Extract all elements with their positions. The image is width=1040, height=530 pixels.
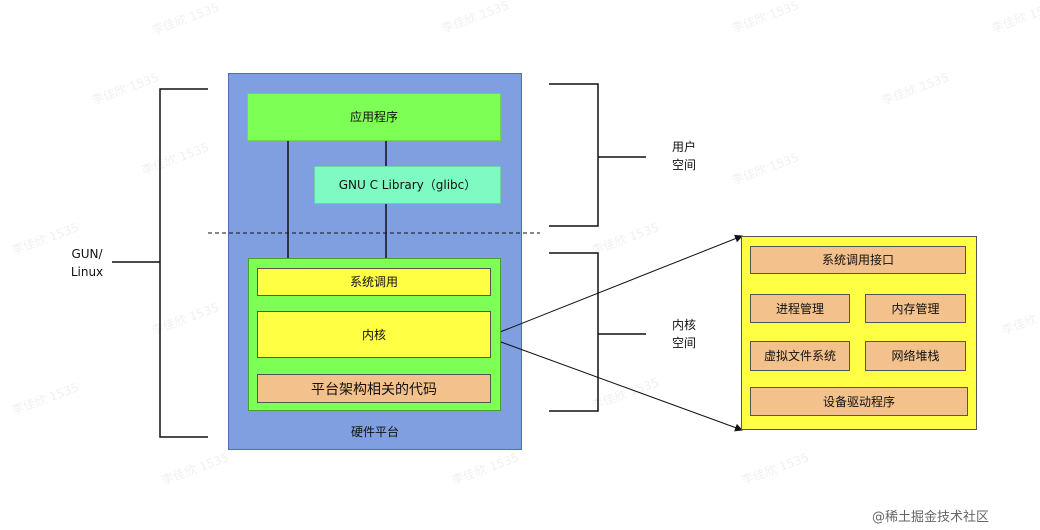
user-space-label: 用户 空间	[671, 140, 696, 172]
syscall-interface-box: 系统调用接口	[750, 246, 966, 274]
memory-mgmt-box: 内存管理	[865, 294, 966, 323]
network-stack-box: 网络堆栈	[865, 341, 966, 371]
memory-mgmt-label: 内存管理	[891, 301, 940, 316]
vfs-label: 虚拟文件系统	[763, 349, 836, 363]
app-program-label: 应用程序	[349, 110, 398, 124]
kernel-label: 内核	[361, 327, 386, 342]
glibc-box: GNU C Library（glibc）	[314, 166, 501, 204]
glibc-label: GNU C Library（glibc）	[338, 178, 477, 192]
app-program-box: 应用程序	[247, 93, 501, 141]
gnu-linux-label: GUN/ Linux	[70, 247, 104, 279]
device-drivers-box: 设备驱动程序	[750, 387, 968, 416]
syscall-interface-label: 系统调用接口	[821, 253, 894, 267]
kernel-space-label: 内核 空间	[671, 318, 696, 350]
process-mgmt-label: 进程管理	[775, 301, 824, 316]
arch-code-box: 平台架构相关的代码	[257, 374, 491, 403]
vfs-box: 虚拟文件系统	[750, 341, 850, 371]
device-drivers-label: 设备驱动程序	[822, 394, 895, 409]
hardware-platform-label: 硬件平台	[350, 425, 399, 439]
syscall-box: 系统调用	[257, 268, 491, 296]
kernel-box: 内核	[257, 311, 491, 358]
process-mgmt-box: 进程管理	[750, 294, 850, 323]
network-stack-label: 网络堆栈	[891, 349, 940, 363]
arch-code-label: 平台架构相关的代码	[311, 381, 437, 398]
footer-credit: @稀土掘金技术社区	[872, 510, 990, 525]
syscall-label: 系统调用	[349, 275, 398, 289]
